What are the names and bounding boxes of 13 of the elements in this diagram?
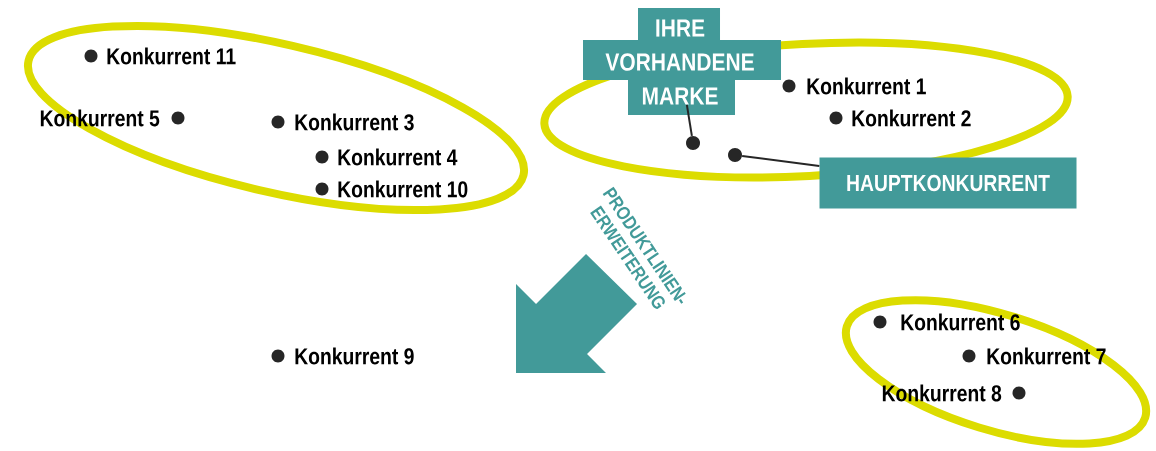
leader-line bbox=[685, 103, 693, 137]
competitor-label: Konkurrent 2 bbox=[829, 109, 971, 127]
competitor-label: Konkurrent 4 bbox=[315, 148, 458, 166]
competitor-label: Konkurrent 11 bbox=[84, 47, 236, 65]
label-box: IHRE VORHANDENE MARKE bbox=[583, 8, 781, 115]
dot bbox=[686, 136, 700, 150]
competitor-label: Konkurrent 10 bbox=[315, 180, 468, 198]
competitor-label: Konkurrent 1 bbox=[782, 77, 926, 95]
competitor-label: Konkurrent 9 bbox=[271, 347, 414, 365]
competitor-label: Konkurrent 3 bbox=[271, 113, 414, 131]
label-box: HAUPTKONKURRENT bbox=[819, 157, 1077, 209]
leader-line bbox=[741, 154, 821, 168]
dot bbox=[728, 148, 742, 162]
